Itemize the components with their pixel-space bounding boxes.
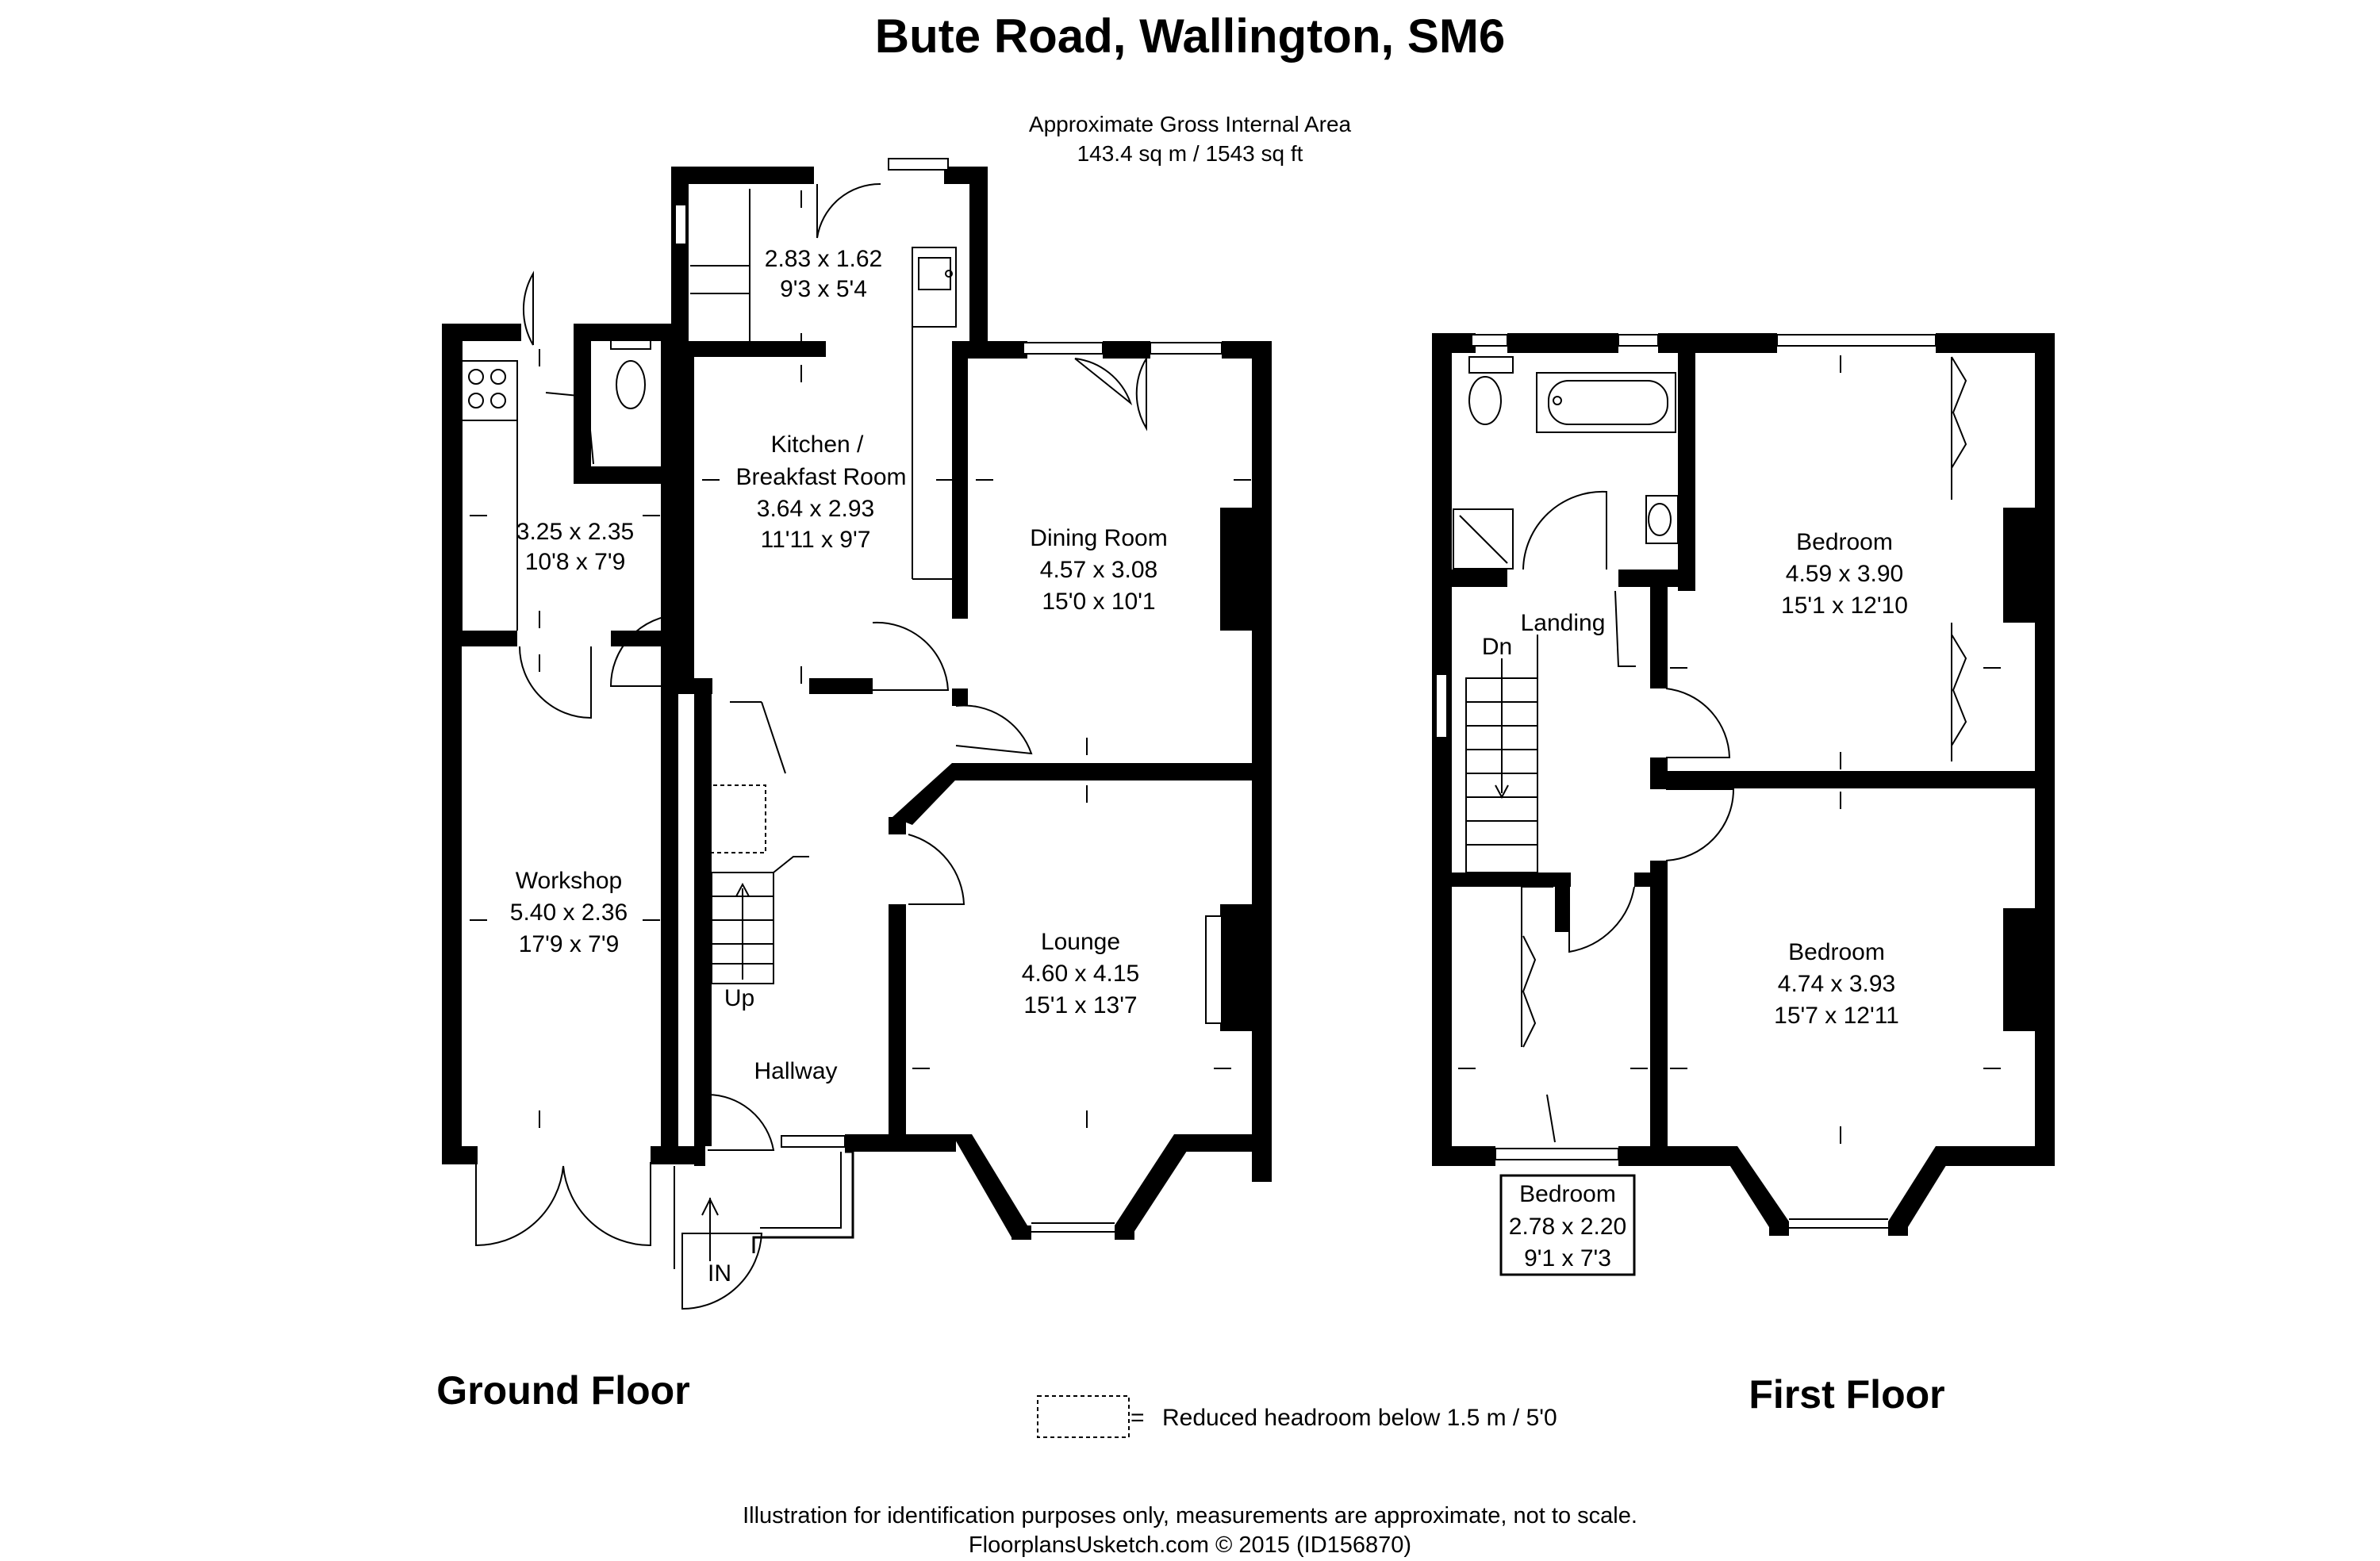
ground-floor-labels: 2.83 x 1.62 9'3 x 5'4 Kitchen / Breakfas… — [510, 246, 1168, 1287]
bedroom-3-size: 2.78 x 2.20 — [1509, 1214, 1626, 1240]
stairs-down-label: Dn — [1482, 634, 1512, 660]
utility-size-imperial: 10'8 x 7'9 — [525, 549, 626, 575]
dining-room-size: 4.57 x 3.08 — [1040, 557, 1157, 583]
first-floor-walls — [1432, 333, 2055, 1236]
bedroom-1-size: 4.59 x 3.90 — [1786, 561, 1903, 587]
copyright: FloorplansUsketch.com © 2015 (ID156870) — [969, 1532, 1411, 1558]
first-floor-stairs — [1465, 635, 1538, 873]
pantry-size-imperial: 9'3 x 5'4 — [780, 276, 867, 302]
ground-floor-stairs — [705, 701, 809, 984]
first-floor-dimension-arrows — [1458, 355, 2001, 1144]
bedroom-1-name: Bedroom — [1796, 529, 1893, 555]
first-floor-plan: Bedroom 4.59 x 3.90 15'1 x 12'10 Bedroom… — [1432, 333, 2055, 1417]
bedroom-3-name: Bedroom — [1519, 1181, 1616, 1207]
bedroom-1-size-imperial: 15'1 x 12'10 — [1781, 593, 1908, 619]
dining-room-size-imperial: 15'0 x 10'1 — [1042, 589, 1155, 615]
first-floor-title: First Floor — [1749, 1372, 1944, 1417]
lounge-size-imperial: 15'1 x 13'7 — [1023, 992, 1137, 1018]
hallway-label: Hallway — [754, 1058, 837, 1084]
pantry-size: 2.83 x 1.62 — [765, 246, 882, 272]
ground-floor-walls — [442, 167, 1272, 1240]
area-heading: Approximate Gross Internal Area — [1029, 112, 1352, 136]
workshop-size: 5.40 x 2.36 — [510, 899, 628, 926]
workshop-size-imperial: 17'9 x 7'9 — [519, 931, 620, 957]
reduced-headroom-swatch — [1037, 1395, 1130, 1438]
bedroom-3-label-box — [1499, 1174, 1636, 1276]
ground-floor-title: Ground Floor — [436, 1368, 689, 1413]
legend: = Reduced headroom below 1.5 m / 5'0 — [1037, 1395, 1557, 1438]
legend-equals: = — [1130, 1405, 1145, 1431]
bedroom-2-name: Bedroom — [1788, 939, 1885, 965]
first-floor-fixtures — [1453, 356, 1952, 1047]
ground-floor-dimension-arrows — [470, 190, 1251, 1261]
kitchen-name: Kitchen / — [771, 431, 864, 458]
stairs-up-label: Up — [724, 985, 754, 1011]
ground-floor-windows — [674, 158, 1223, 1233]
ground-floor-plan: 2.83 x 1.62 9'3 x 5'4 Kitchen / Breakfas… — [436, 158, 1272, 1413]
porch — [674, 1150, 854, 1269]
lounge-name: Lounge — [1041, 929, 1120, 955]
kitchen-size: 3.64 x 2.93 — [757, 496, 874, 522]
dining-room-name: Dining Room — [1030, 525, 1167, 551]
plan-title: Bute Road, Wallington, SM6 — [875, 10, 1505, 63]
utility-size: 3.25 x 2.35 — [516, 519, 634, 545]
bedroom-2-size-imperial: 15'7 x 12'11 — [1774, 1003, 1899, 1029]
entrance-label: IN — [708, 1260, 731, 1287]
first-floor-doors — [1522, 356, 1967, 1048]
kitchen-size-imperial: 11'11 x 9'7 — [761, 527, 871, 553]
legend-text: Reduced headroom below 1.5 m / 5'0 — [1162, 1405, 1557, 1431]
lounge-size: 4.60 x 4.15 — [1022, 961, 1139, 987]
disclaimer: Illustration for identification purposes… — [743, 1503, 1637, 1528]
ground-floor-fixtures — [461, 189, 957, 631]
area-value: 143.4 sq m / 1543 sq ft — [1077, 141, 1303, 166]
workshop-name: Workshop — [516, 868, 623, 894]
kitchen-name-2: Breakfast Room — [735, 464, 906, 490]
first-floor-labels: Bedroom 4.59 x 3.90 15'1 x 12'10 Bedroom… — [1482, 529, 1908, 1276]
bedroom-3-size-imperial: 9'1 x 7'3 — [1524, 1245, 1611, 1271]
ground-floor-doors — [475, 182, 1147, 1310]
landing-label: Landing — [1521, 610, 1606, 636]
bedroom-2-size: 4.74 x 3.93 — [1778, 971, 1895, 997]
first-floor-windows — [1435, 334, 1940, 1229]
